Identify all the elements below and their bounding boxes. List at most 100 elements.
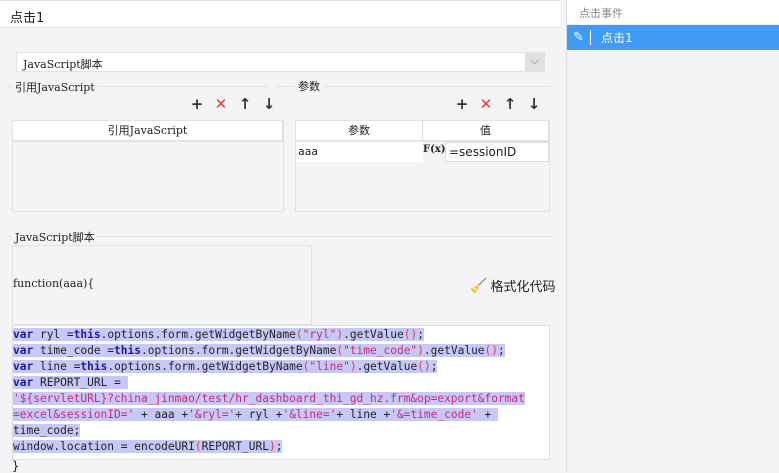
code-paren: ) — [268, 440, 276, 453]
code-text: REPORT_URL — [201, 440, 269, 453]
add-icon[interactable]: + — [455, 95, 469, 113]
code-text: ; — [275, 440, 283, 453]
event-editor-panel: 点击1 JavaScript脚本 ⌵ 引用JavaScript 参数 + ✕ ↑… — [0, 0, 560, 473]
function-signature: function(aaa){ — [13, 277, 95, 290]
code-text: line = — [33, 360, 81, 373]
code-text: ryl = — [33, 328, 74, 341]
move-up-icon[interactable]: ↑ — [238, 95, 252, 113]
code-keyword: this — [73, 328, 101, 341]
code-paren: ( — [336, 344, 344, 357]
code-text: .options.form.getWidgetByName — [100, 328, 296, 341]
column-header[interactable]: 值 — [423, 121, 549, 140]
event-item-label: 点击1 — [601, 31, 633, 45]
code-text: .options.form.getWidgetByName — [141, 344, 337, 357]
code-line: window.location = encodeURI(REPORT_URL); — [13, 439, 549, 455]
ref-js-table: 引用JavaScript — [12, 120, 284, 212]
param-name-cell[interactable]: aaa — [298, 145, 318, 158]
selected-text: =excel&sessionID=' + aaa +'&ryl='+ ryl +… — [13, 408, 499, 421]
code-keyword: var — [13, 328, 34, 341]
code-string: "ryl" — [302, 328, 337, 341]
code-line: var line =this.options.form.getWidgetByN… — [13, 359, 549, 375]
code-text: .options.form.getWidgetByName — [107, 360, 303, 373]
selected-text: var time_code =this.options.form.getWidg… — [13, 344, 505, 357]
ref-js-toolbar: + ✕ ↑ ↓ — [190, 95, 276, 113]
code-text: .getValue — [423, 344, 485, 357]
code-editor[interactable]: var ryl =this.options.form.getWidgetByNa… — [12, 325, 550, 460]
script-type-dropdown[interactable]: JavaScript脚本 ⌵ — [16, 52, 545, 72]
format-code-label: 格式化代码 — [490, 280, 556, 295]
events-panel: 点击事件 ✎ 点击1 — [566, 0, 779, 472]
code-paren: () — [403, 328, 418, 341]
code-line: var ryl =this.options.form.getWidgetByNa… — [13, 327, 549, 343]
code-text: .getValue — [343, 328, 404, 341]
code-paren: ( — [295, 328, 303, 341]
code-paren: ) — [336, 328, 344, 341]
ref-js-legend: 引用JavaScript — [12, 79, 98, 95]
selected-text: var REPORT_URL = — [13, 376, 128, 389]
selected-text: var line =this.options.form.getWidgetByN… — [13, 360, 438, 373]
divider — [275, 86, 550, 87]
code-paren: () — [484, 344, 499, 357]
code-paren: ( — [194, 440, 202, 453]
move-down-icon[interactable]: ↓ — [262, 95, 276, 113]
code-keyword: this — [114, 344, 141, 357]
code-keyword: var — [13, 376, 34, 389]
code-string: '&ryl=' — [188, 408, 236, 421]
code-paren: ) — [349, 360, 357, 373]
formula-icon[interactable]: F(x) — [423, 142, 446, 162]
selected-text: '${servletURL}?china_jinmao/test/hr_dash… — [13, 392, 525, 405]
function-signature-box: function(aaa){ — [12, 245, 312, 325]
event-item-selected[interactable]: ✎ 点击1 — [567, 25, 779, 50]
code-paren: ) — [417, 344, 424, 357]
code-string: "time_code" — [343, 344, 418, 357]
params-legend: 参数 — [295, 78, 323, 94]
code-text: ; — [430, 360, 438, 373]
divider — [8, 86, 268, 87]
code-keyword: var — [13, 360, 34, 373]
format-code-button[interactable]: 🧹 格式化代码 — [470, 276, 556, 296]
edit-pencil-icon[interactable]: ✎ — [567, 30, 591, 45]
move-down-icon[interactable]: ↓ — [527, 95, 541, 113]
divider — [8, 236, 550, 237]
code-text: time_code; — [13, 424, 81, 437]
code-string: "line" — [309, 360, 350, 373]
code-line: var time_code =this.options.form.getWidg… — [13, 343, 549, 359]
code-text: time_code = — [33, 344, 115, 357]
code-text: ; — [498, 344, 505, 357]
editor-title: 点击1 — [0, 0, 560, 28]
code-paren: () — [417, 360, 431, 373]
dropdown-value: JavaScript脚本 — [23, 58, 103, 71]
params-toolbar: + ✕ ↑ ↓ — [455, 95, 541, 113]
code-string: '&=time_code' — [390, 408, 478, 421]
code-text: REPORT_URL = — [33, 376, 128, 389]
column-header[interactable]: 引用JavaScript — [13, 121, 283, 140]
delete-icon[interactable]: ✕ — [214, 95, 228, 113]
code-text: + aaa + — [134, 408, 189, 421]
code-keyword: var — [13, 344, 34, 357]
delete-icon[interactable]: ✕ — [479, 95, 493, 113]
code-keyword: this — [80, 360, 108, 373]
code-string: '${servletURL}?china_jinmao/test/hr_dash… — [13, 392, 525, 405]
selected-text: time_code; — [13, 424, 81, 437]
closing-brace: } — [12, 459, 20, 473]
param-value-cell[interactable]: =sessionID — [445, 142, 549, 162]
code-line: =excel&sessionID=' + aaa +'&ryl='+ ryl +… — [13, 407, 549, 423]
add-icon[interactable]: + — [190, 95, 204, 113]
code-line: var REPORT_URL = — [13, 375, 549, 391]
code-text: + line + — [336, 408, 391, 421]
broom-icon: 🧹 — [470, 277, 488, 294]
code-text: + — [477, 408, 499, 421]
selected-text: var ryl =this.options.form.getWidgetByNa… — [13, 328, 424, 341]
table-row[interactable]: aaa F(x) =sessionID — [296, 142, 549, 162]
code-paren: ( — [302, 360, 310, 373]
code-string: '&line=' — [282, 408, 337, 421]
column-header[interactable]: 参数 — [296, 121, 423, 140]
code-text: + ryl + — [235, 408, 283, 421]
move-up-icon[interactable]: ↑ — [503, 95, 517, 113]
code-text: .getValue — [356, 360, 418, 373]
params-table: 参数 值 aaa F(x) =sessionID — [295, 120, 550, 212]
code-line: time_code; — [13, 423, 549, 439]
chevron-down-icon[interactable]: ⌵ — [525, 53, 544, 71]
events-title: 点击事件 — [567, 0, 779, 25]
code-string: =excel&sessionID=' — [13, 408, 135, 421]
